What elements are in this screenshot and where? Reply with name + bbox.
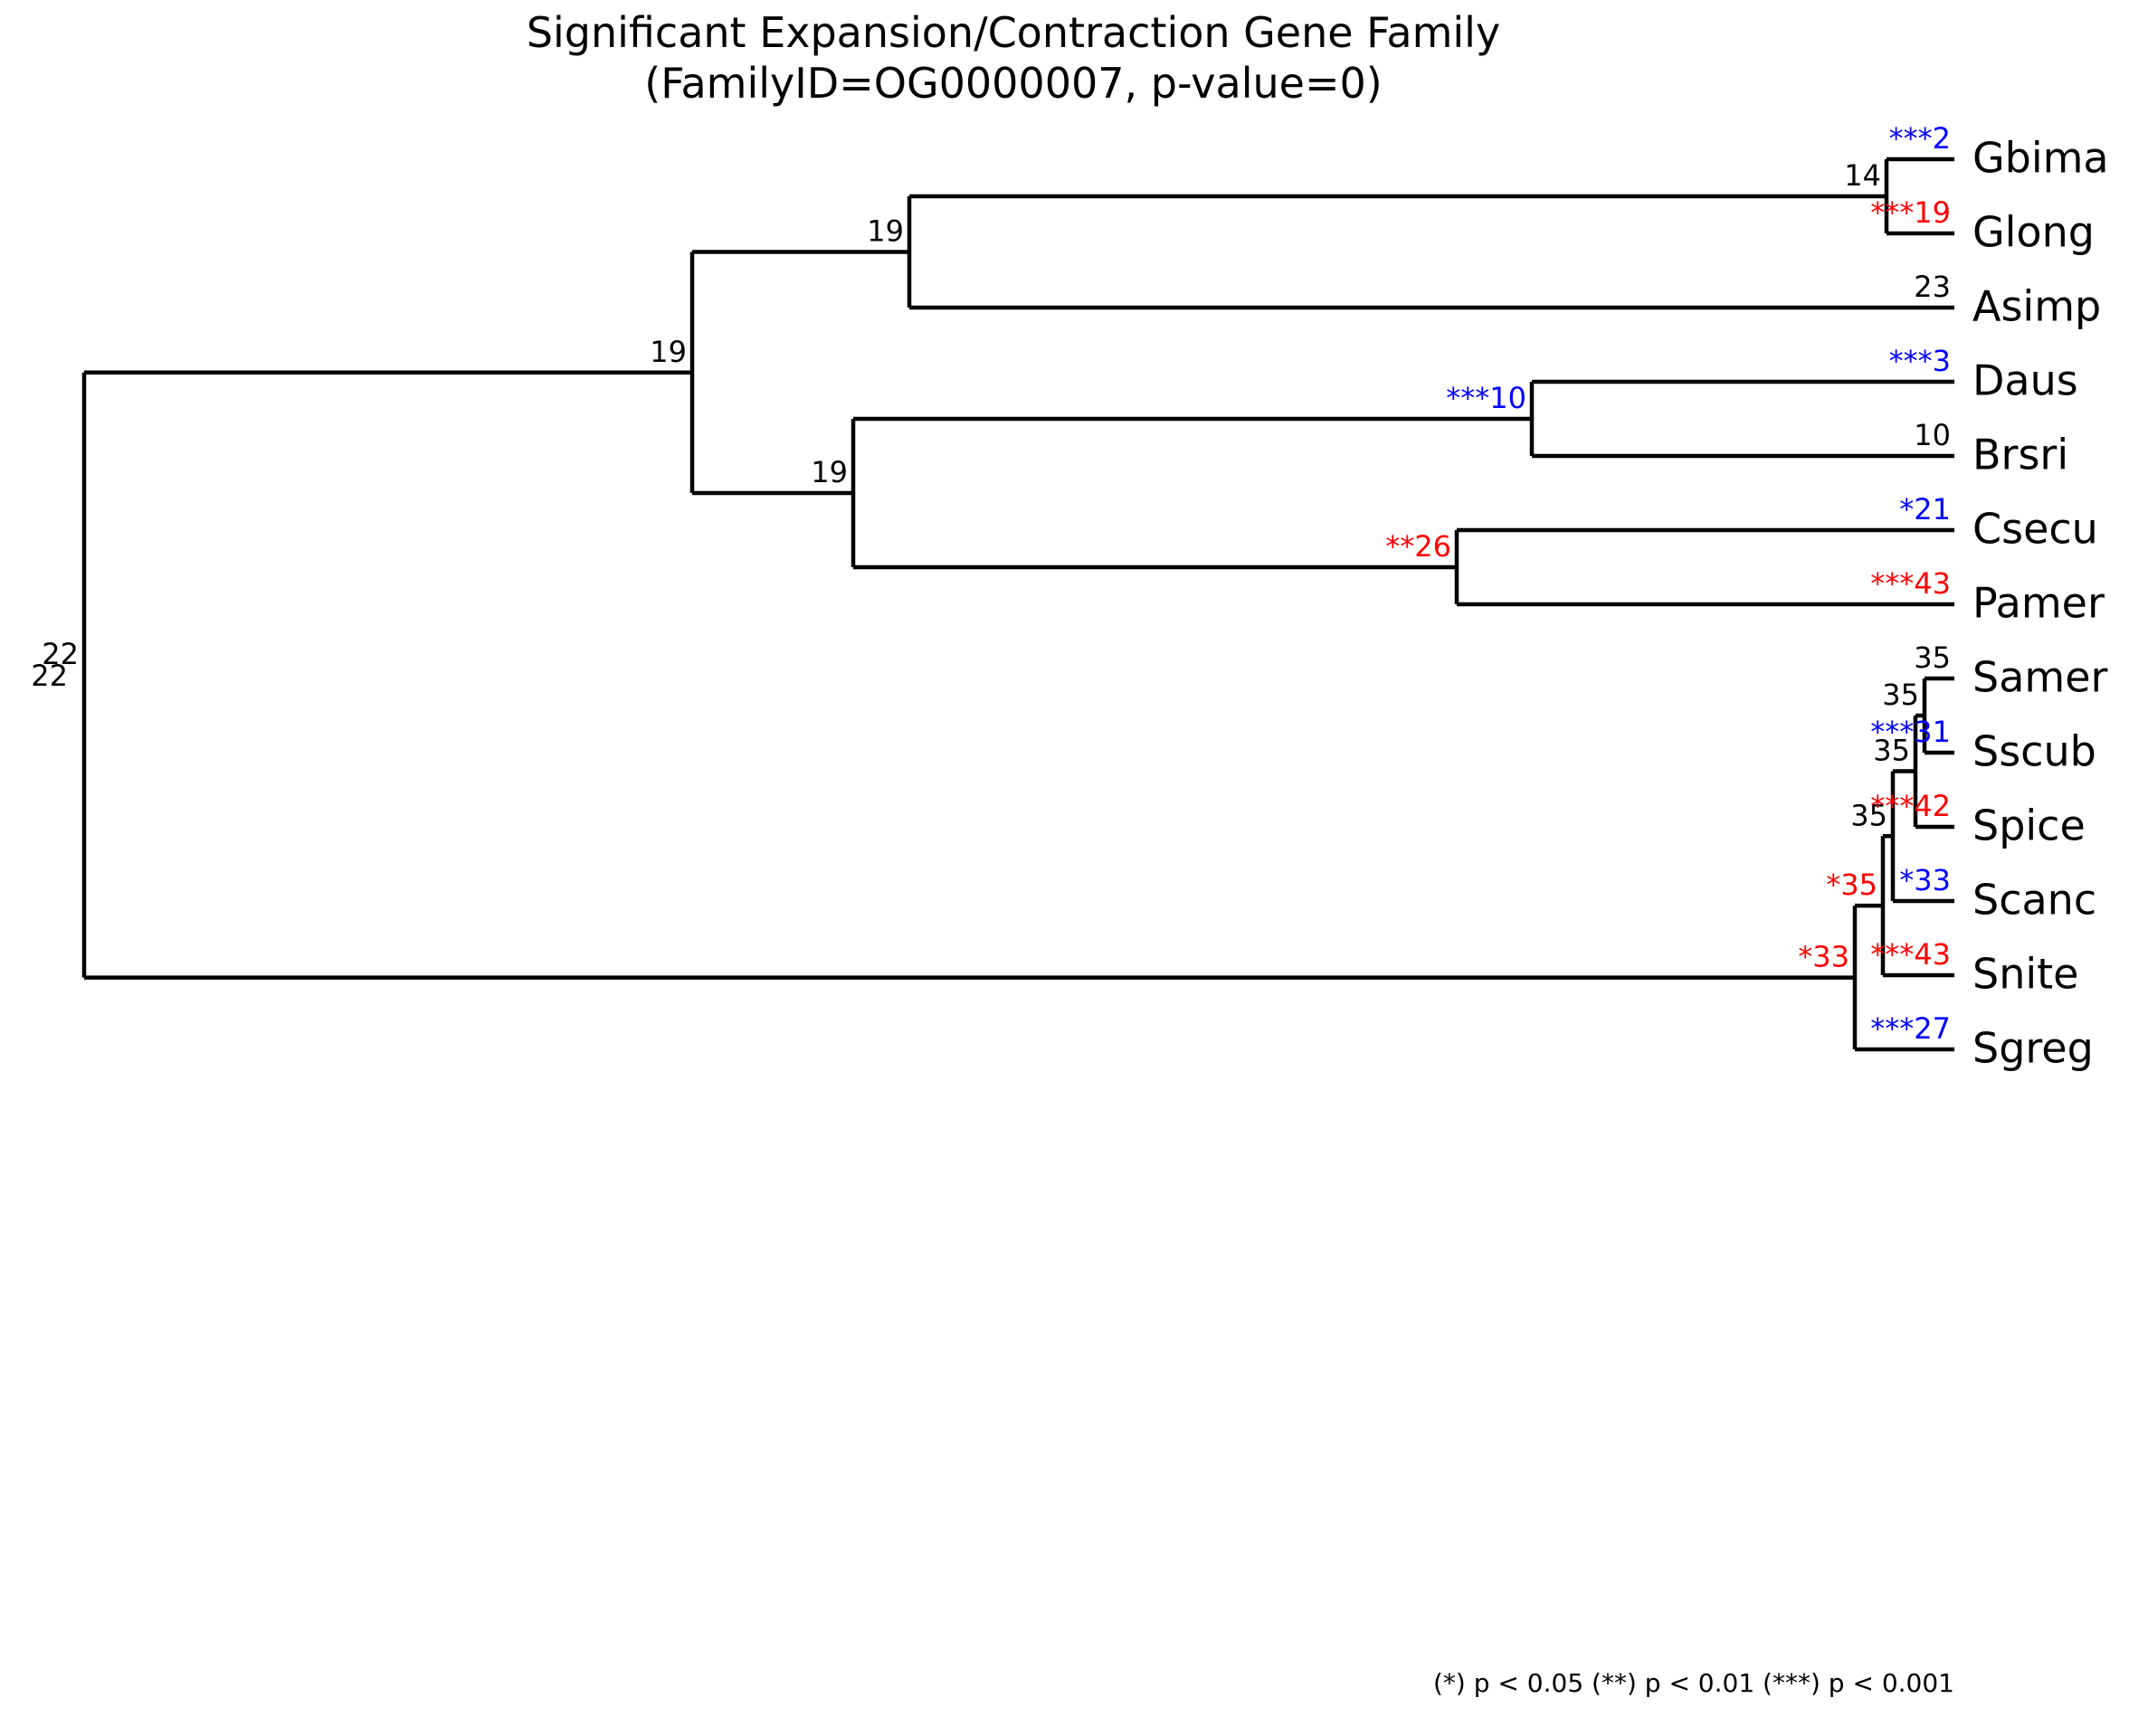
leaf-count-daus: ***3 [1889, 344, 1951, 378]
leaf-count-samer: 35 [1914, 640, 1951, 675]
node-count-n19_upper: 19 [867, 214, 904, 249]
leaf-label-brsri: Brsri [1972, 431, 2068, 479]
leaf-label-gbima: Gbima [1972, 134, 2109, 183]
leaf-count-snite: ***43 [1870, 937, 1951, 972]
node-count-root-label: 22 [31, 659, 68, 693]
leaf-count-sgreg: ***27 [1870, 1011, 1951, 1046]
leaf-count-scanc: *33 [1899, 863, 1951, 897]
leaf-count-sscub: ***31 [1870, 715, 1951, 749]
node-count-n33_S: *33 [1798, 940, 1849, 974]
leaf-count-gbima: ***2 [1889, 121, 1951, 156]
node-count-n35_spice: 35 [1873, 734, 1910, 768]
leaf-count-spice: ***42 [1870, 789, 1951, 823]
node-count-n35_scanc: 35 [1850, 798, 1887, 832]
node-count-n26_CP: **26 [1385, 529, 1451, 564]
leaf-count-brsri: 10 [1914, 418, 1951, 452]
leaf-label-asimp: Asimp [1972, 282, 2101, 331]
leaf-count-asimp: 23 [1914, 270, 1951, 304]
leaf-count-pamer: ***43 [1870, 566, 1951, 601]
leaf-label-daus: Daus [1972, 356, 2078, 405]
leaf-label-scanc: Scanc [1972, 876, 2096, 925]
leaf-label-sscub: Sscub [1972, 727, 2096, 776]
tree-node-counts: 1419***10**261919353535*35*332222***2***… [31, 121, 1951, 1046]
leaf-label-glong: Glong [1972, 208, 2095, 257]
tree-branches [81, 157, 1954, 1052]
leaf-label-spice: Spice [1972, 802, 2086, 850]
tree-leaf-labels: GbimaGlongAsimpDausBrsriCsecuPamerSamerS… [1972, 134, 2109, 1073]
leaf-label-snite: Snite [1972, 950, 2078, 999]
chart-title-line2: (FamilyID=OG0000007, p-value=0) [644, 59, 1382, 108]
leaf-count-glong: ***19 [1870, 195, 1951, 230]
leaf-label-sgreg: Sgreg [1972, 1024, 2094, 1073]
node-count-n19_inner: 19 [811, 455, 848, 489]
leaf-count-csecu: *21 [1899, 492, 1951, 526]
node-count-n35_pair: 35 [1882, 678, 1919, 712]
leaf-label-samer: Samer [1972, 653, 2107, 702]
node-count-root: 22 [42, 637, 79, 671]
node-count-n14_G: 14 [1844, 158, 1881, 193]
node-count-n19_outer: 19 [650, 335, 687, 369]
leaf-label-csecu: Csecu [1972, 505, 2098, 554]
leaf-label-pamer: Pamer [1972, 579, 2105, 628]
node-count-n10_DB: ***10 [1446, 381, 1526, 415]
node-count-n35_snite: *35 [1826, 868, 1877, 902]
significance-legend: (*) p < 0.05 (**) p < 0.01 (***) p < 0.0… [1433, 1668, 1954, 1698]
chart-title-line1: Significant Expansion/Contraction Gene F… [527, 8, 1500, 57]
